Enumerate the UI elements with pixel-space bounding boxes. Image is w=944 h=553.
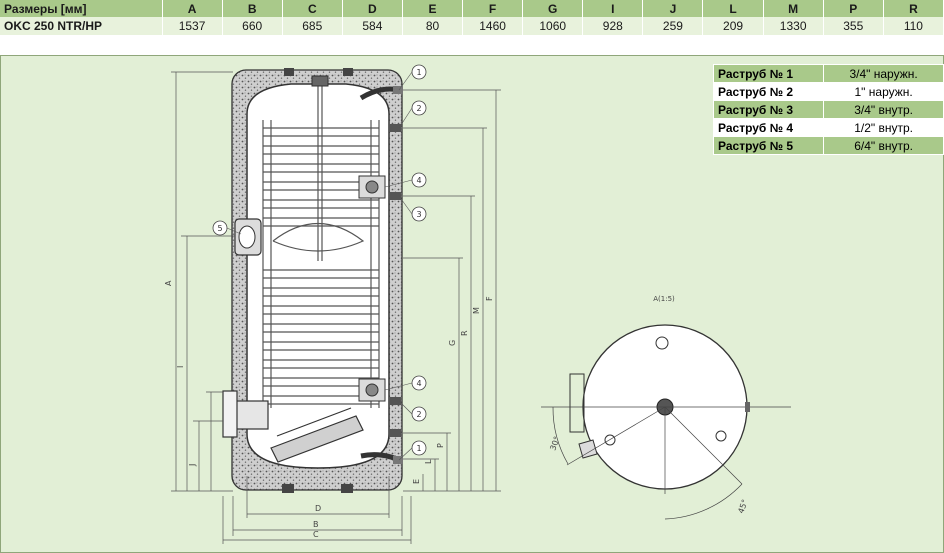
column-header: E (402, 0, 464, 17)
port-row: Раструб № 2 1" наружн. (712, 82, 944, 101)
table-row: OKC 250 NTR/HP 1537 660 685 584 80 1460 … (0, 17, 944, 35)
dim-label-g: G (448, 340, 457, 346)
column-header: R (883, 0, 944, 17)
table-cell: 928 (582, 17, 644, 35)
dim-label-c: C (313, 530, 319, 539)
dim-label-p: P (436, 443, 445, 448)
column-header: D (342, 0, 403, 17)
table-cell: 209 (702, 17, 764, 35)
column-header: P (823, 0, 884, 17)
table-cell: 1330 (763, 17, 824, 35)
model-name: OKC 250 NTR/HP (0, 17, 163, 35)
svg-text:1: 1 (416, 68, 421, 77)
callout-3: 3 (411, 206, 427, 222)
column-header: J (642, 0, 704, 17)
dimensions-table: Размеры [мм] A B C D E F G I J L M P R O… (0, 0, 944, 35)
port-value: 3/4" внутр. (823, 100, 944, 119)
callout-2-top: 2 (411, 100, 427, 116)
callout-1-top: 1 (411, 64, 427, 80)
heating-element (222, 390, 364, 463)
column-header: L (702, 0, 764, 17)
column-header: I (582, 0, 644, 17)
water-heater-diagram: A I J D B C F M R G P L E 1 2 (164, 64, 791, 544)
port-value: 1/2" внутр. (823, 118, 944, 137)
angle-45-label: 45° (736, 498, 749, 514)
ports-table: Раструб № 1 3/4" наружн. Раструб № 2 1" … (712, 64, 944, 155)
dimensions-header-label: Размеры [мм] (0, 0, 163, 17)
port-label: Раструб № 4 (712, 118, 825, 137)
port-value: 3/4" наружн. (823, 64, 944, 83)
port-row: Раструб № 5 6/4" внутр. (712, 136, 944, 155)
column-header: C (282, 0, 343, 17)
dim-label-b: B (313, 520, 319, 529)
svg-text:5: 5 (217, 224, 222, 233)
dim-label-l: L (424, 459, 433, 464)
svg-text:3: 3 (416, 210, 421, 219)
top-view-title: A(1:5) (653, 295, 675, 303)
angle-30-label: 30° (548, 435, 561, 451)
port-row: Раструб № 4 1/2" внутр. (712, 118, 944, 137)
dimensions-header-row: Размеры [мм] A B C D E F G I J L M P R (0, 0, 944, 17)
callout-4-top: 4 (411, 172, 427, 188)
dim-label-i: I (176, 366, 185, 368)
table-cell: 1460 (462, 17, 524, 35)
table-cell: 80 (402, 17, 464, 35)
port-row: Раструб № 3 3/4" внутр. (712, 100, 944, 119)
table-cell: 584 (342, 17, 403, 35)
table-cell: 110 (883, 17, 944, 35)
dim-label-f: F (485, 296, 494, 301)
dim-label-e: E (412, 479, 421, 484)
dim-label-a: A (164, 280, 173, 286)
dim-label-m: M (472, 307, 481, 314)
table-cell: 1060 (522, 17, 584, 35)
port-label: Раструб № 3 (712, 100, 825, 119)
column-header: B (222, 0, 283, 17)
dim-label-r: R (460, 330, 469, 336)
svg-text:4: 4 (416, 379, 421, 388)
port-label: Раструб № 1 (712, 64, 825, 83)
svg-text:2: 2 (416, 104, 421, 113)
tank-inner (246, 83, 390, 469)
column-header: F (462, 0, 524, 17)
dim-label-j: J (188, 464, 197, 467)
column-header: G (522, 0, 584, 17)
dim-label-d: D (315, 504, 321, 513)
table-cell: 660 (222, 17, 283, 35)
svg-text:1: 1 (416, 444, 421, 453)
dimension-lines (171, 71, 501, 544)
table-cell: 1537 (162, 17, 223, 35)
port-row: Раструб № 1 3/4" наружн. (712, 64, 944, 83)
table-cell: 685 (282, 17, 343, 35)
callout-4-bottom: 4 (411, 375, 427, 391)
callout-2-bottom: 2 (411, 406, 427, 422)
column-header: M (763, 0, 824, 17)
callout-1-bottom: 1 (411, 440, 427, 456)
port-label: Раструб № 5 (712, 136, 825, 155)
column-header: A (162, 0, 223, 17)
tank-top-view: A(1:5) 30° 45° (541, 295, 791, 520)
svg-text:4: 4 (416, 176, 421, 185)
port-value: 6/4" внутр. (823, 136, 944, 155)
svg-text:2: 2 (416, 410, 421, 419)
table-cell: 259 (642, 17, 704, 35)
port-value: 1" наружн. (823, 82, 944, 101)
tank-side-view (222, 68, 403, 493)
port-label: Раструб № 2 (712, 82, 825, 101)
table-cell: 355 (823, 17, 884, 35)
callout-5: 5 (212, 220, 228, 236)
